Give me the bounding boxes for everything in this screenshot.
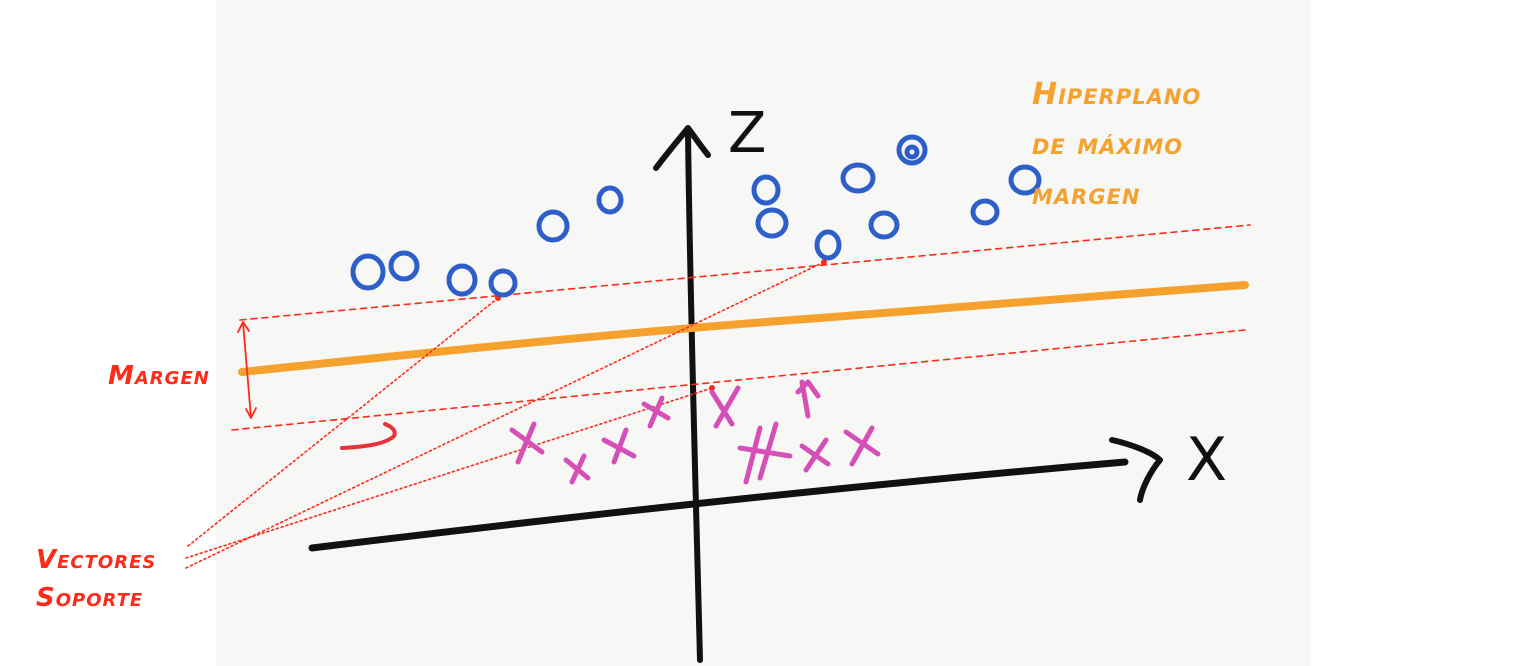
circle-point [446, 263, 478, 297]
circle-point [350, 253, 386, 291]
cross-point [799, 437, 831, 473]
circle-point [970, 198, 1000, 226]
support-vector-pointer-1 [187, 297, 499, 547]
circle-point [751, 174, 781, 206]
paper-background [216, 0, 1310, 666]
cross-point [563, 453, 591, 485]
circle-point [868, 210, 900, 240]
hyperplane-label-line-3: margen [1032, 177, 1140, 212]
support-vector-tip-2 [709, 385, 715, 391]
support-vector-tip-3 [821, 259, 827, 265]
circle-point [755, 207, 789, 239]
margin-label: Margen [108, 361, 210, 391]
circle-point [536, 209, 570, 243]
z-axis-label: Z [728, 101, 766, 166]
hyperplane-label-line-2: de máximo [1032, 127, 1183, 162]
cross-point [709, 385, 741, 429]
x-axis-arrowhead [1109, 437, 1163, 503]
z-axis [685, 129, 703, 663]
cross-point [601, 427, 637, 465]
circle-point [596, 185, 624, 215]
x-axis-label: X [1186, 425, 1227, 495]
margin-arrow [242, 321, 252, 419]
support-vectors-label-line-2: Soporte [36, 583, 143, 613]
support-vector-pointer-2 [185, 387, 713, 559]
cross-point [843, 425, 881, 467]
support-vectors-label-line-1: Vectores [36, 545, 156, 575]
x-axis [308, 458, 1129, 552]
circle-point [388, 250, 420, 282]
circle-point [1008, 164, 1042, 196]
circle-point [896, 134, 928, 166]
circle-point [488, 268, 518, 298]
hyperplane-line [238, 281, 1249, 376]
upper-margin-line [239, 224, 1251, 321]
margin-arrow-head-top [237, 321, 250, 333]
z-axis-arrowhead [653, 125, 711, 171]
cross-point [641, 395, 671, 429]
cross-point [737, 421, 793, 485]
cross-point [509, 421, 545, 465]
circle-point [840, 162, 876, 194]
cross-point [795, 379, 821, 419]
circle-point [814, 229, 842, 261]
support-vector-pointer-3 [185, 261, 825, 569]
hyperplane-label-line-1: Hiperplano [1032, 77, 1201, 112]
margin-arrow-head-bottom [245, 407, 257, 419]
lower-margin-line [231, 329, 1246, 431]
red-stroke-mark [340, 422, 397, 450]
circle-point [904, 144, 920, 160]
